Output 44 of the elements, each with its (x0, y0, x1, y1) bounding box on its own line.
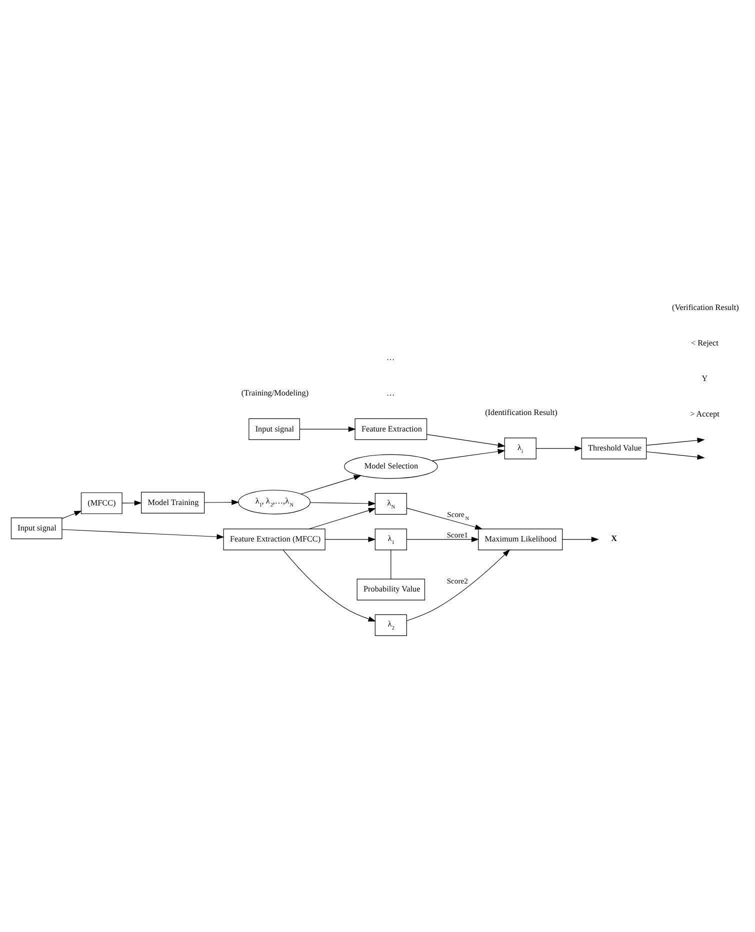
node-box: Threshold Value (581, 437, 647, 459)
label: < Reject (690, 338, 718, 348)
arrow (308, 507, 376, 529)
node-box: Input signal (248, 418, 300, 440)
node-box: Maximum Likelihood (478, 528, 563, 550)
arrow (406, 536, 480, 542)
label: … (386, 352, 395, 362)
arrow (204, 499, 240, 504)
node-box: Input signal (10, 517, 62, 539)
arrow (324, 536, 376, 542)
node-text: X (611, 533, 617, 542)
arrow (122, 500, 142, 506)
label: (Identification Result) (485, 407, 558, 416)
node-box: Probability Value (356, 578, 426, 600)
arrow (646, 437, 705, 446)
arrow (62, 510, 82, 518)
arrow (300, 426, 356, 432)
arrow (432, 448, 506, 461)
arrow (646, 450, 705, 460)
connector (390, 549, 392, 579)
arrow (62, 528, 224, 539)
arrow (426, 434, 506, 448)
node-ellipse: λ$_{1}$, λ$_{2}$,…,λ$_{N}$ (238, 489, 310, 514)
node-box: Model Training (141, 491, 205, 513)
arrow (406, 507, 483, 530)
arrow (536, 445, 582, 451)
node-box: λ$_{2}$ (374, 614, 407, 636)
node-box: λ$_{N}$ (374, 492, 407, 514)
node-box: λ$_{i}$ (504, 437, 536, 459)
node-ellipse: Model Selection (344, 454, 438, 478)
label: (Training/Modeling) (241, 388, 309, 398)
arrow (310, 500, 376, 506)
node-box: Feature Extraction (354, 418, 428, 440)
label: Y (702, 374, 708, 383)
arrow (562, 536, 599, 542)
label: (Verification Result) (672, 302, 739, 312)
node-box: (MFCC) (80, 492, 122, 514)
label: > Accept (690, 409, 720, 418)
label: … (386, 388, 395, 398)
node-box: Feature Extraction (MFCC) (223, 528, 326, 550)
arrow (282, 549, 376, 622)
node-box: λ$_{1}$ (374, 528, 407, 550)
arrow (406, 548, 510, 621)
arrow (300, 474, 362, 494)
